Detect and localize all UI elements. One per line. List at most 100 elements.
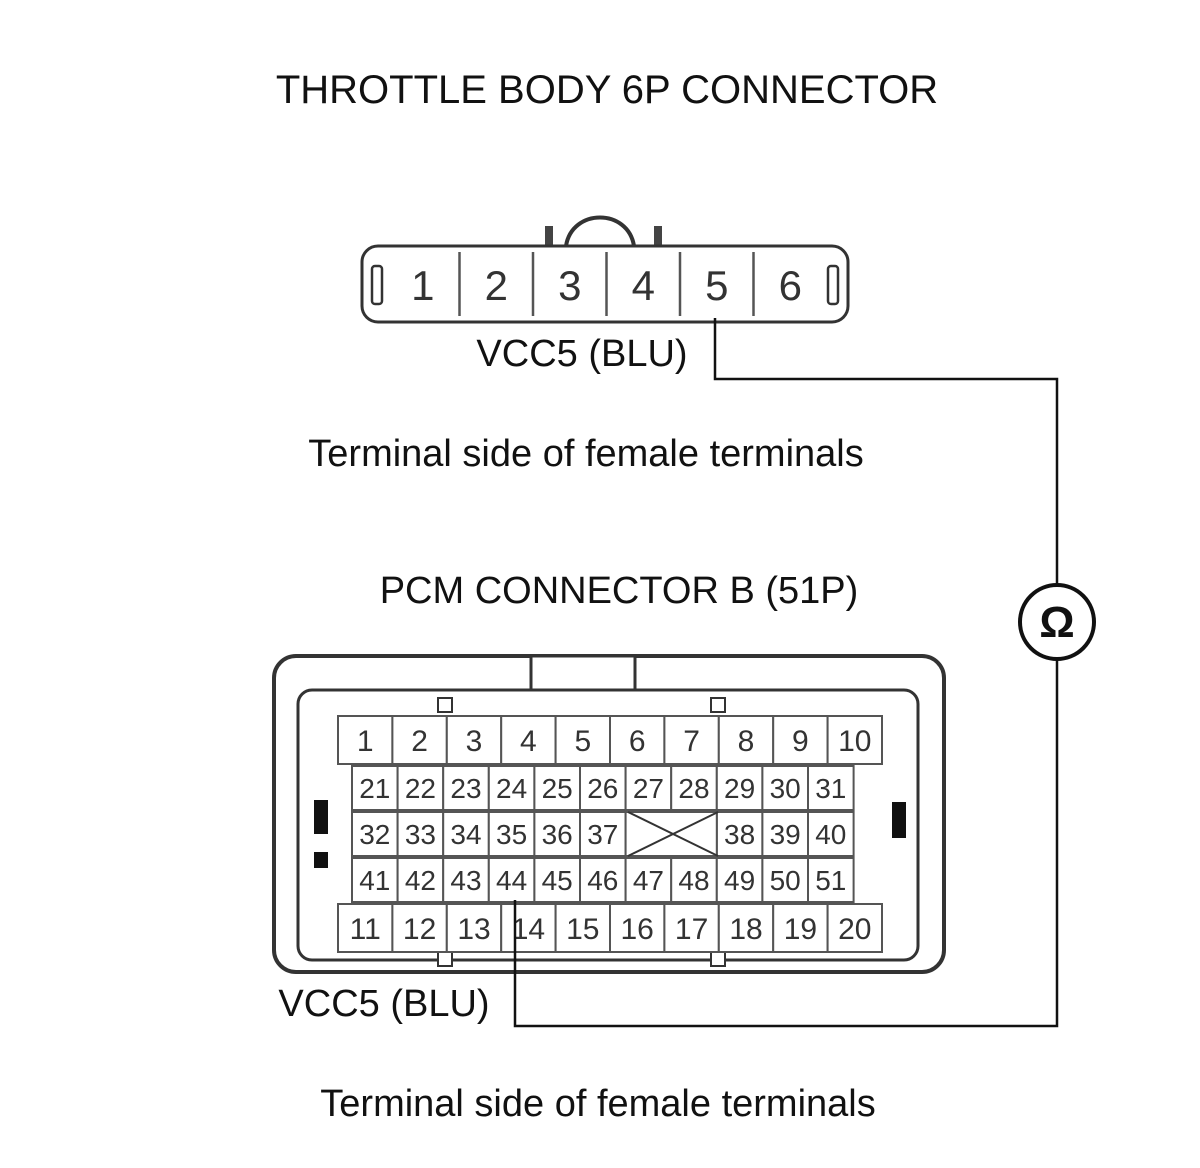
pcm-pin-cell — [391, 903, 448, 953]
pcm-pin-41: 41 — [359, 865, 390, 896]
pcm-pin-26: 26 — [587, 773, 618, 804]
pcm-pin-20: 20 — [838, 913, 871, 946]
pcm-side-lock-right — [892, 802, 906, 838]
pcm-pin-48: 48 — [678, 865, 709, 896]
pcm-pin-cell — [826, 715, 883, 765]
pcm-pin-cell — [663, 903, 720, 953]
tb-pin-5: 5 — [705, 262, 728, 309]
pcm-pin-30: 30 — [770, 773, 801, 804]
pcm-pin-cell — [670, 857, 718, 903]
pcm-pin-29: 29 — [724, 773, 755, 804]
pcm-pin-34: 34 — [450, 819, 481, 850]
pcm-pin-cell — [391, 715, 448, 765]
pcm-wire-label: VCC5 (BLU) — [278, 983, 489, 1025]
pcm-pin-32: 32 — [359, 819, 390, 850]
pcm-pin-cell — [807, 765, 855, 811]
pcm-pin-1: 1 — [357, 725, 374, 758]
pcm-key-bottom-right — [710, 951, 726, 967]
ohmmeter-symbol: Ω — [1018, 583, 1096, 661]
pcm-pin-cell — [351, 857, 399, 903]
pcm-pin-cell — [351, 811, 399, 857]
pcm-side-lock-left-2 — [314, 852, 328, 868]
pcm-pin-cell — [554, 903, 611, 953]
pcm-pin-42: 42 — [405, 865, 436, 896]
ohmmeter-circle — [1018, 583, 1096, 661]
pcm-pin-cell — [487, 811, 536, 857]
pcm-pin-38: 38 — [724, 819, 755, 850]
tb-end-clip-right — [826, 264, 840, 306]
pcm-pin-12: 12 — [403, 913, 436, 946]
pcm-pin-16: 16 — [621, 913, 654, 946]
pcm-connector-title: PCM CONNECTOR B (51P) — [380, 570, 859, 612]
pcm-pin-cell — [715, 765, 764, 811]
tb-latch — [564, 215, 636, 247]
pcm-pin-24: 24 — [496, 773, 527, 804]
pcm-pin-8: 8 — [738, 725, 755, 758]
pcm-pin-cell — [500, 903, 557, 953]
pcm-pin-cell — [715, 811, 764, 857]
pcm-pin-45: 45 — [542, 865, 573, 896]
pcm-pin-4: 4 — [520, 725, 537, 758]
pcm-pin-37: 37 — [587, 819, 618, 850]
pcm-pin-cell — [772, 903, 829, 953]
pcm-pin-7: 7 — [683, 725, 700, 758]
pcm-pin-cell — [579, 765, 627, 811]
pcm-pin-cell — [826, 903, 883, 953]
pcm-pin-cell — [533, 811, 582, 857]
pcm-pin-cell — [761, 811, 810, 857]
pcm-pin-cell — [670, 765, 718, 811]
tb-pin-1: 1 — [411, 262, 434, 309]
pcm-pin-cell — [533, 765, 582, 811]
pcm-pin-23: 23 — [450, 773, 481, 804]
tb-end-clip-left — [370, 264, 384, 306]
pcm-pin-cell — [807, 857, 855, 903]
tb-pin-2: 2 — [485, 262, 508, 309]
pcm-pin-10: 10 — [838, 725, 871, 758]
pcm-pin-cell — [807, 811, 855, 857]
tb-caption: Terminal side of female terminals — [308, 433, 863, 475]
pcm-pin-cell — [337, 715, 394, 765]
pcm-pin-cell — [761, 765, 810, 811]
tb-latch-tab-left — [545, 226, 553, 248]
pcm-pin-33: 33 — [405, 819, 436, 850]
pcm-pin-cell — [442, 765, 490, 811]
pcm-key-bottom-left — [437, 951, 453, 967]
pcm-pin-22: 22 — [405, 773, 436, 804]
tb-pin-4: 4 — [632, 262, 655, 309]
pcm-pin-35: 35 — [496, 819, 527, 850]
ohm-icon: Ω — [1039, 598, 1074, 647]
pcm-pin-44: 44 — [496, 865, 527, 896]
pcm-pin-9: 9 — [792, 725, 809, 758]
pcm-pin-cell — [624, 765, 673, 811]
pcm-pin-cell — [772, 715, 829, 765]
tb-latch-tab-right — [654, 226, 662, 248]
pcm-blank-cross-2 — [627, 811, 719, 857]
pcm-pin-43: 43 — [450, 865, 481, 896]
pcm-pin-cell — [533, 857, 582, 903]
pcm-pin-51: 51 — [815, 865, 846, 896]
pcm-pin-31: 31 — [815, 773, 846, 804]
pcm-pin-11: 11 — [350, 913, 381, 946]
pcm-pin-2: 2 — [411, 725, 428, 758]
pcm-pin-cell — [554, 715, 611, 765]
pcm-pin-21: 21 — [359, 773, 390, 804]
tb-connector-body — [360, 244, 850, 324]
pcm-pin-cell — [396, 765, 445, 811]
pcm-pin-19: 19 — [784, 913, 817, 946]
pcm-pin-27: 27 — [633, 773, 664, 804]
tb-pin-6: 6 — [779, 262, 802, 309]
pcm-side-lock-left-1 — [314, 800, 328, 834]
pcm-pin-40: 40 — [815, 819, 846, 850]
tb-wire-label: VCC5 (BLU) — [476, 333, 687, 375]
pcm-pin-cell — [442, 811, 490, 857]
pcm-caption: Terminal side of female terminals — [320, 1083, 875, 1125]
pcm-pin-50: 50 — [770, 865, 801, 896]
pcm-pin-3: 3 — [466, 725, 483, 758]
pcm-pin-cell — [579, 857, 627, 903]
pcm-pin-25: 25 — [542, 773, 573, 804]
